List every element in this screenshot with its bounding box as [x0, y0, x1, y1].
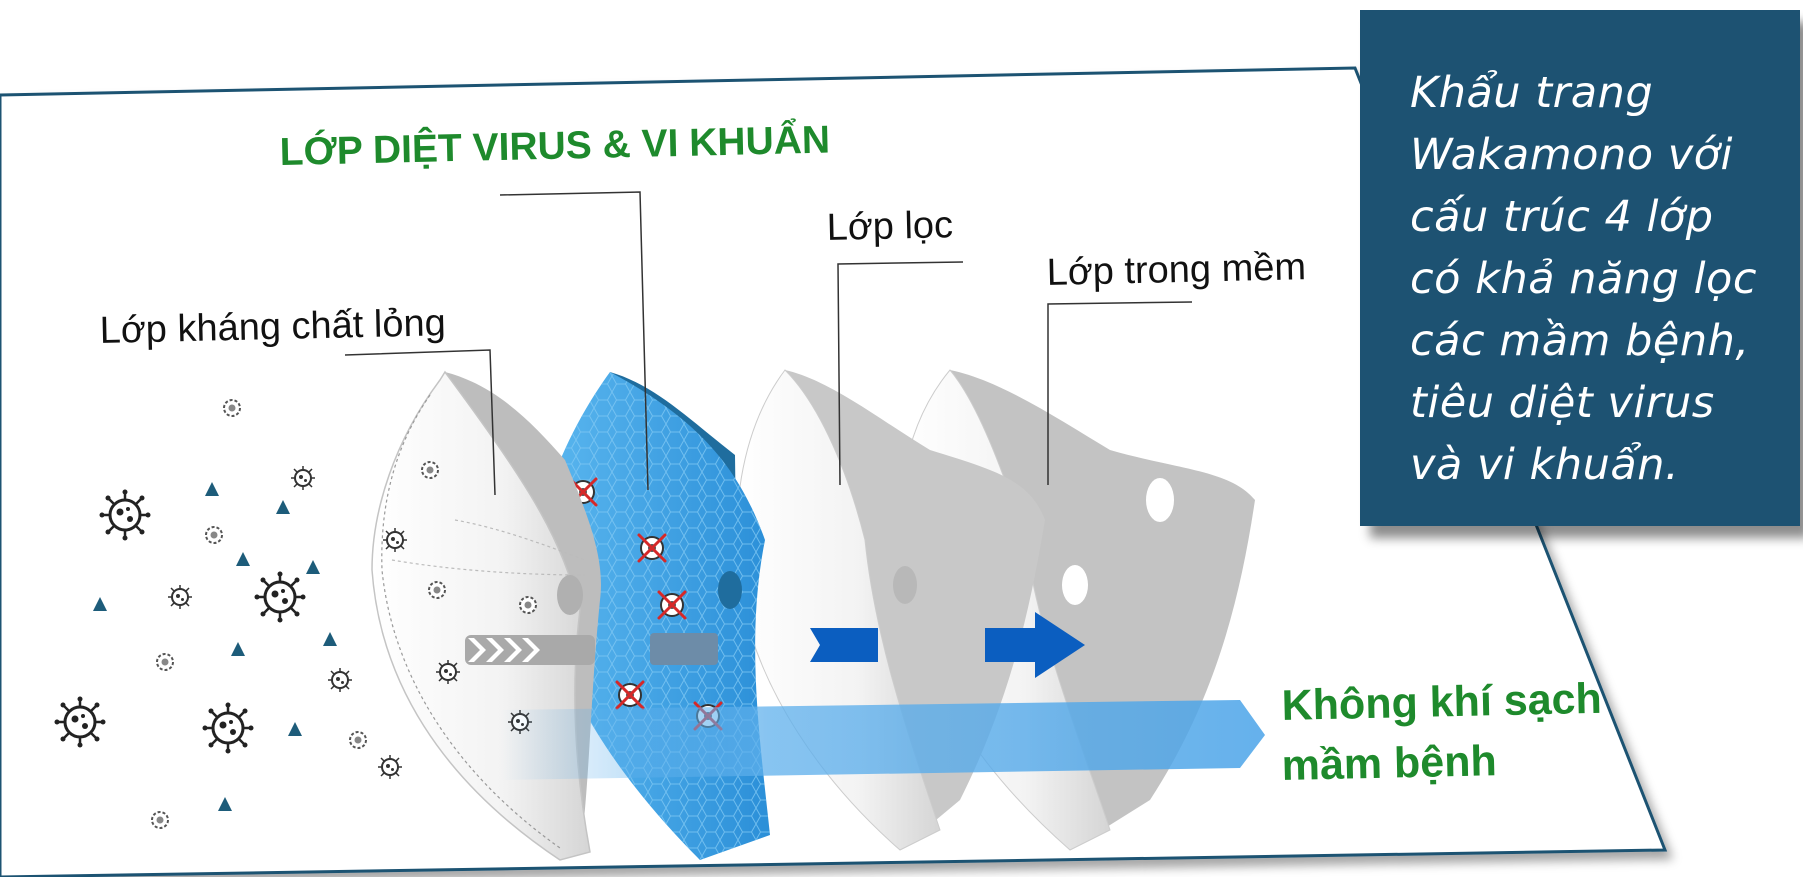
- clean-air-beam: [500, 700, 1265, 780]
- clean-air-label-line1: Không khí sạch: [1281, 675, 1602, 730]
- info-line: tiêu diệt virus: [1410, 378, 1715, 428]
- info-line: các mầm bệnh,: [1410, 316, 1750, 366]
- liquid-layer-label: Lớp kháng chất lỏng: [99, 302, 446, 352]
- info-line: và vi khuẩn.: [1410, 440, 1680, 490]
- arrow-right-icon: [985, 612, 1085, 678]
- leader-lines: [344, 191, 1193, 496]
- airflow-arrows: [465, 612, 1085, 678]
- info-box: Khẩu trang Wakamono với cấu trúc 4 lớp c…: [1360, 10, 1800, 526]
- info-text: Khẩu trang Wakamono với cấu trúc 4 lớp c…: [1410, 62, 1770, 496]
- info-line: Khẩu trang: [1410, 68, 1654, 118]
- inner-layer-label: Lớp trong mềm: [1046, 246, 1306, 294]
- info-line: cấu trúc 4 lớp: [1410, 192, 1714, 242]
- clean-air-label-line2: mầm bệnh: [1281, 737, 1497, 790]
- chevron-arrow-icon: [465, 635, 595, 665]
- filter-layer-label: Lớp lọc: [826, 204, 953, 249]
- info-line: Wakamono với: [1410, 130, 1733, 180]
- info-line: có khả năng lọc: [1410, 254, 1758, 304]
